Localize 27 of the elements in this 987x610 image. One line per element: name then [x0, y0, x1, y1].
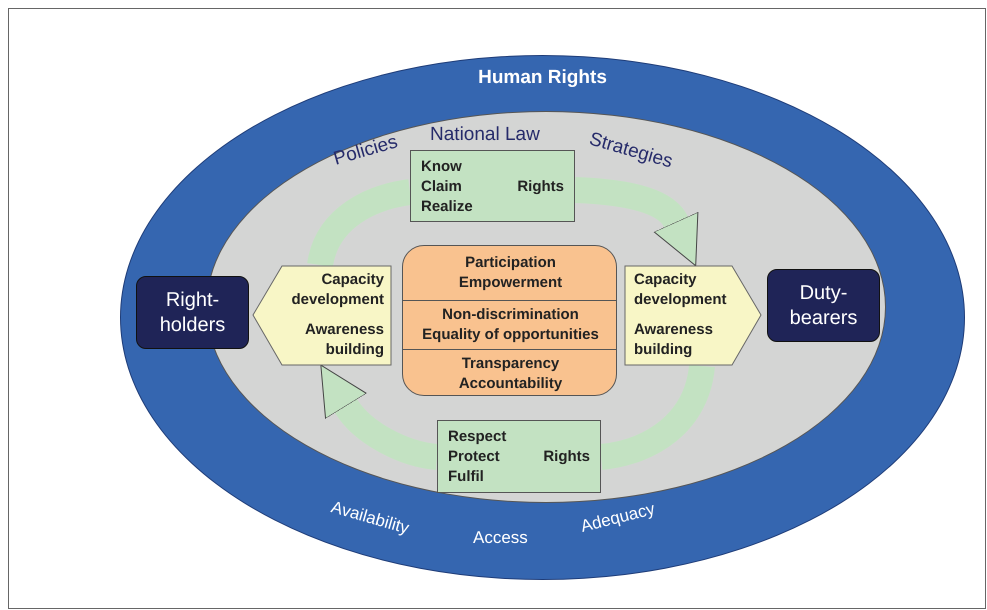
right-pointing-pentagon: [624, 265, 762, 366]
node-label: Participation Empowerment: [458, 253, 564, 293]
left-pointing-pentagon: [252, 265, 392, 366]
node-label: Transparency Accountability: [458, 354, 564, 394]
node-label: Right-holders: [158, 288, 226, 338]
heading: Human Rights: [477, 68, 608, 88]
rounded-panel: [402, 245, 617, 396]
rights-box: [437, 420, 601, 493]
curved-arrow: [318, 366, 439, 470]
node-label: Rights: [517, 177, 564, 197]
actor-box: [136, 276, 249, 349]
node-label: Duty-bearers: [788, 280, 858, 330]
rights-box: [410, 150, 575, 222]
band-label: Adequacy: [578, 499, 657, 537]
node-label: Awareness building: [634, 320, 714, 360]
node-label: Capacity development: [634, 270, 728, 310]
band-label: Access: [473, 528, 528, 548]
curved-arrow: [574, 177, 701, 264]
node-label: Non-discrimination Equality of opportunities: [421, 305, 600, 345]
node-label: Respect Protect Fulfil: [448, 427, 508, 487]
node-label: Awareness building: [304, 320, 384, 360]
node-label: Capacity development: [290, 270, 384, 310]
band-label: Policies: [331, 131, 400, 171]
node-label: Rights: [543, 447, 590, 467]
actor-box: [767, 269, 880, 342]
band-label: National Law: [430, 124, 540, 146]
node-label: Know Claim Realize: [421, 157, 474, 217]
